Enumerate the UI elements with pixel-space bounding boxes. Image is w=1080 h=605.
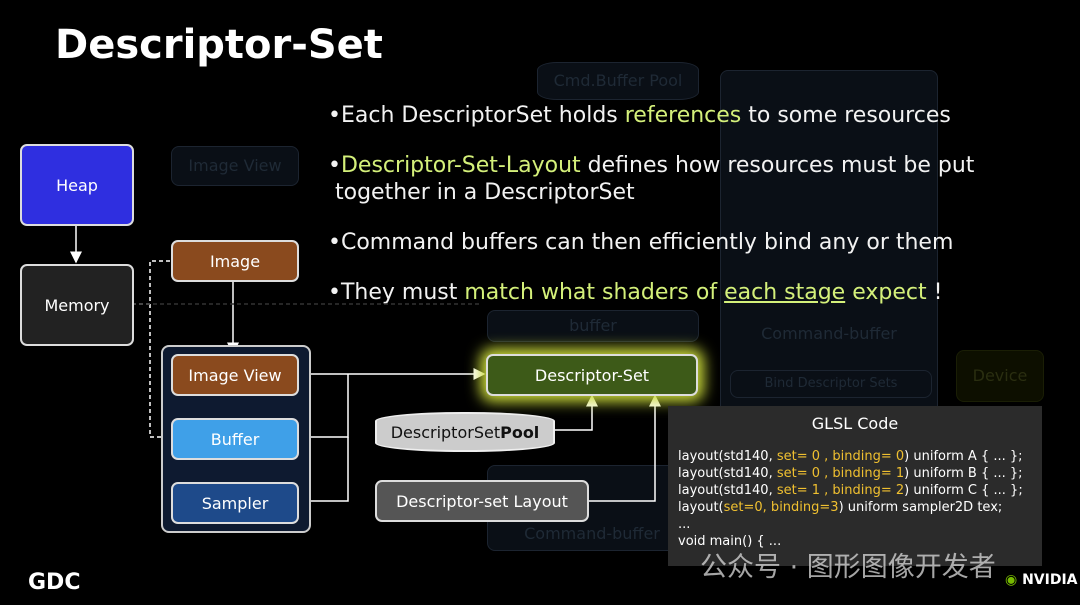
code-line: layout(std140, set= 0 , binding= 0) unif…: [678, 449, 1023, 464]
code-title: GLSL Code: [811, 414, 899, 433]
nvidia-logo: ◉ NVIDIA: [1005, 572, 1078, 588]
image-view-box: Image View: [171, 354, 299, 396]
ghost-image-view: Image View: [171, 146, 299, 186]
code-ellipsis: ...: [678, 517, 691, 532]
image-box: Image: [171, 240, 299, 282]
watermark: 公众号 · 图形图像开发者: [700, 552, 996, 583]
code-main: void main() { ...: [678, 534, 782, 549]
descriptor-set-layout-box: Descriptor-set Layout: [375, 480, 589, 522]
memory-box: Memory: [20, 264, 134, 346]
sampler-box: Sampler: [171, 482, 299, 524]
heap-box: Heap: [20, 144, 134, 226]
glsl-code-panel: GLSL Code layout(std140, set= 0 , bindin…: [668, 406, 1042, 566]
bullet-1: •Each DescriptorSet holds references to …: [328, 103, 951, 128]
page-title: Descriptor-Set: [55, 22, 383, 68]
descriptor-set-pool: DescriptorSet Pool: [375, 412, 555, 452]
ghost-device: Device: [956, 350, 1044, 402]
code-line: layout(std140, set= 0 , binding= 1) unif…: [678, 466, 1023, 481]
bullet-2: •Descriptor-Set-Layout defines how resou…: [328, 153, 975, 205]
bullet-4: •They must match what shaders of each st…: [328, 280, 943, 305]
gdc-logo: GDC: [28, 570, 81, 595]
ghost-cmd-buffer-pool: Cmd.Buffer Pool: [537, 62, 699, 100]
bullet-3: •Command buffers can then efficiently bi…: [328, 230, 954, 255]
code-line: layout(std140, set= 1 , binding= 2) unif…: [678, 483, 1023, 498]
ghost-bind: Bind Descriptor Sets: [730, 370, 932, 398]
descriptor-set-box: Descriptor-Set: [486, 354, 698, 396]
ghost-buffer: buffer: [487, 310, 699, 342]
code-line: layout(set=0, binding=3) uniform sampler…: [678, 500, 1003, 515]
buffer-box: Buffer: [171, 418, 299, 460]
